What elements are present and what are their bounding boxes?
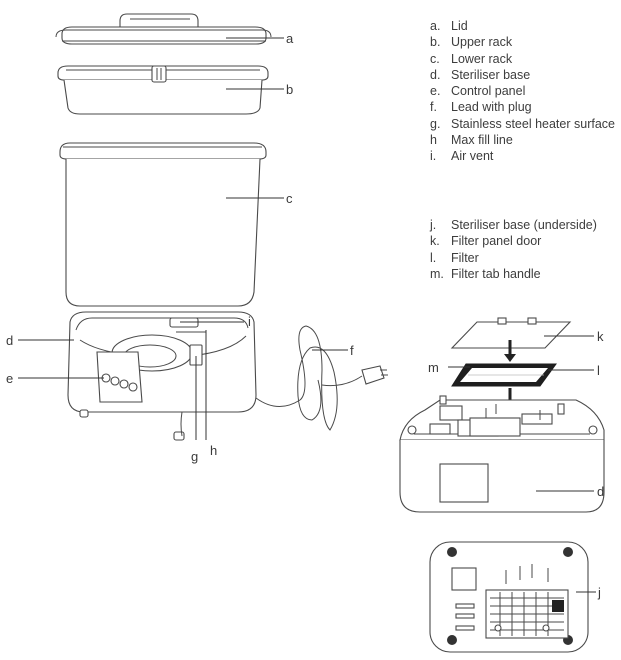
parts-legend-key: i.	[430, 149, 437, 164]
parts-legend-item: f. Lead with plug	[430, 99, 615, 115]
underside-legend: j. Steriliser base (underside) k. Filter pa…	[430, 217, 597, 282]
callout-j: j	[597, 585, 601, 600]
parts-legend-key: f.	[430, 100, 437, 115]
underside-legend-item: k. Filter panel door	[430, 233, 597, 249]
callout-d-base: d	[597, 484, 604, 499]
parts-legend-item: a. Lid	[430, 18, 615, 34]
underside-legend-key: j.	[430, 218, 437, 232]
callout-d: d	[6, 333, 13, 348]
callout-b: b	[286, 82, 293, 97]
parts-legend-item: c. Lower rack	[430, 51, 615, 67]
callout-a: a	[286, 31, 294, 46]
parts-legend-key: e.	[430, 84, 441, 99]
steriliser-base-underside	[429, 541, 589, 653]
parts-legend-text: Control panel	[451, 84, 526, 99]
parts-legend-text: Lid	[451, 19, 468, 33]
callout-e: e	[6, 371, 13, 386]
upper-rack	[57, 65, 269, 115]
filter-panel-door	[450, 317, 572, 349]
callout-g: g	[191, 449, 198, 464]
lid	[55, 13, 272, 45]
parts-legend-text: Lead with plug	[451, 100, 532, 115]
underside-legend-text: Filter tab handle	[451, 266, 541, 281]
callout-c: c	[286, 191, 293, 206]
parts-legend-key: d.	[430, 67, 441, 82]
parts-legend: a. Lid b. Upper rack c. Lower rack d. Sterilise…	[430, 18, 615, 165]
underside-legend-text: Filter	[451, 250, 479, 265]
callout-h: h	[210, 443, 217, 458]
parts-legend-key: b.	[430, 35, 441, 50]
lead-with-plug	[255, 325, 388, 431]
underside-legend-key: k.	[430, 234, 440, 249]
parts-legend-item: h Max fill line	[430, 132, 615, 148]
parts-legend-key: g.	[430, 116, 441, 131]
parts-legend-text: Steriliser base	[451, 67, 531, 82]
underside-legend-key: l.	[430, 250, 437, 265]
parts-legend-item: d. Steriliser base	[430, 67, 615, 83]
callout-l: l	[597, 363, 600, 378]
callout-f: f	[350, 343, 354, 358]
underside-legend-text: Filter panel door	[451, 234, 542, 249]
steriliser-base	[67, 311, 257, 441]
parts-legend-item: i. Air vent	[430, 148, 615, 164]
parts-legend-text: Stainless steel heater surface	[451, 116, 615, 131]
parts-legend-item: e. Control panel	[430, 83, 615, 99]
underside-legend-item: j. Steriliser base (underside)	[430, 217, 597, 233]
parts-legend-key: a.	[430, 19, 441, 33]
callout-k: k	[597, 329, 604, 344]
callout-m: m	[428, 360, 439, 375]
parts-legend-item: b. Upper rack	[430, 34, 615, 50]
parts-legend-text: Lower rack	[451, 51, 513, 66]
parts-legend-key: c.	[430, 51, 440, 66]
filter	[451, 363, 557, 387]
parts-legend-text: Air vent	[451, 149, 494, 164]
parts-legend-text: Upper rack	[451, 35, 513, 50]
parts-legend-item: g. Stainless steel heater surface	[430, 116, 615, 132]
leader-lines	[18, 37, 596, 593]
callout-i: i	[248, 314, 251, 329]
underside-legend-item: l. Filter	[430, 250, 597, 266]
underside-legend-key: m.	[430, 266, 444, 281]
underside-legend-text: Steriliser base (underside)	[451, 218, 597, 232]
parts-legend-key: h	[430, 133, 437, 148]
steriliser-base-top-view	[399, 395, 605, 513]
parts-legend-text: Max fill line	[451, 133, 513, 148]
lower-rack	[59, 142, 267, 307]
underside-legend-item: m. Filter tab handle	[430, 266, 597, 282]
